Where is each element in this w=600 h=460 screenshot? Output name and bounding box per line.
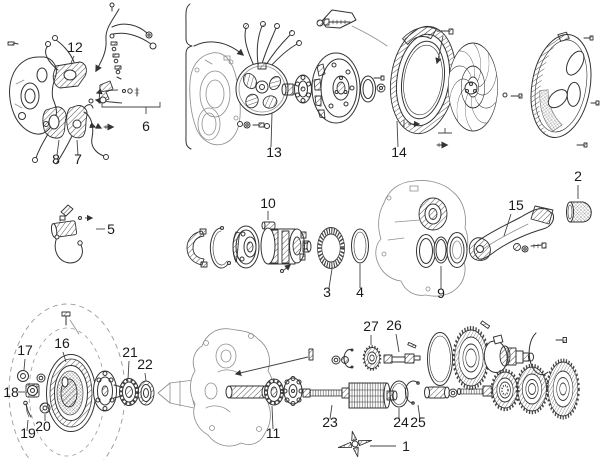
cooling-fan xyxy=(448,42,523,132)
o-ring-4: 4 xyxy=(351,228,369,300)
speedo-drive-cross-1: 1 xyxy=(337,430,410,458)
clutch-spring-ring-3: 3 xyxy=(317,227,345,300)
part-label-4: 4 xyxy=(356,284,364,300)
part-label-23: 23 xyxy=(322,414,338,430)
rear-axle-shaft-23: 23 xyxy=(302,382,398,430)
crankcase-cover-9: 9 xyxy=(375,180,469,301)
part-label-11: 11 xyxy=(266,425,281,441)
part-label-27: 27 xyxy=(363,318,379,334)
part-label-9: 9 xyxy=(437,285,445,301)
hub-cone xyxy=(281,74,312,104)
flywheel-rotor xyxy=(311,52,361,124)
axle-nut-17: 17 xyxy=(17,342,33,382)
kickstart-rubber-2: 2 xyxy=(566,168,592,223)
fan-cover xyxy=(530,31,600,148)
cup-washer-20: 20 xyxy=(35,402,51,434)
part-label-16: 16 xyxy=(54,335,70,351)
part-label-17: 17 xyxy=(17,342,33,358)
cable-hardware-group-6: 6 xyxy=(88,2,161,134)
primary-gear-large xyxy=(452,326,490,390)
part-label-8: 8 xyxy=(52,151,60,167)
bracket-plate-top xyxy=(316,9,388,47)
stator-plate-13: 13 xyxy=(235,21,302,160)
clutch-sleeve-assembly xyxy=(260,227,312,273)
hub-plate xyxy=(93,370,123,412)
small-bolt-right xyxy=(555,337,567,343)
part-label-26: 26 xyxy=(386,317,402,333)
gasket-ring xyxy=(427,332,453,386)
part-label-21: 21 xyxy=(122,344,138,360)
circlip-25: 25 xyxy=(404,380,426,430)
part-label-22: 22 xyxy=(137,356,153,372)
group-brace-and-arrow xyxy=(185,3,245,150)
small-parts-row-26-27: 27 26 xyxy=(331,317,421,371)
diagonal-pin xyxy=(480,320,491,329)
part-label-20: 20 xyxy=(35,418,51,434)
part-label-19: 19 xyxy=(20,425,36,441)
castle-nut-18: 18 xyxy=(3,383,40,400)
part-label-13: 13 xyxy=(266,144,282,160)
drive-pulley-drum xyxy=(232,225,260,269)
kickstart-lever-15: 15 xyxy=(468,197,554,261)
part-label-5: 5 xyxy=(107,221,115,237)
roller-pin-10: 10 xyxy=(260,195,276,230)
part-label-12: 12 xyxy=(67,39,83,55)
scalloped-washer xyxy=(282,376,304,406)
flywheel-shroud-14: 14 xyxy=(389,25,457,160)
washer-small xyxy=(36,373,46,383)
snap-ring-large xyxy=(209,226,231,269)
wheel-rim-16: 16 xyxy=(46,335,96,432)
condenser-7: 7 xyxy=(55,104,115,167)
contact-breaker-8: 8 xyxy=(32,106,67,167)
gearbox-gear-c xyxy=(546,358,580,420)
part-label-24: 24 xyxy=(393,414,409,430)
part-label-10: 10 xyxy=(260,195,276,211)
part-label-1: 1 xyxy=(402,438,410,454)
gearbox-gear-a xyxy=(490,368,520,412)
part-label-3: 3 xyxy=(323,284,331,300)
ignition-coil-12: 12 xyxy=(45,35,87,89)
part-label-6: 6 xyxy=(142,118,150,134)
main-bearing-11: 11 xyxy=(264,378,284,441)
condenser-unit-5: 5 xyxy=(50,204,115,264)
part-label-2: 2 xyxy=(574,168,582,184)
part-label-14: 14 xyxy=(391,144,407,160)
part-label-7: 7 xyxy=(74,151,82,167)
engine-case-outline-top xyxy=(189,52,241,146)
part-label-15: 15 xyxy=(508,197,524,213)
spacer-and-bolt xyxy=(424,385,493,399)
split-pin-19: 19 xyxy=(20,400,36,441)
shim-ring xyxy=(360,75,386,103)
wheel-bearing-21: 21 xyxy=(119,344,139,406)
part-label-18: 18 xyxy=(3,384,19,400)
gearbox-gear-b xyxy=(515,363,549,415)
part-label-25: 25 xyxy=(410,414,426,430)
gear-cluster-assembly xyxy=(483,334,534,373)
spacer-cylinder xyxy=(225,385,269,399)
bearing-race-22: 22 xyxy=(137,356,155,406)
cush-segment-ring xyxy=(186,228,208,268)
